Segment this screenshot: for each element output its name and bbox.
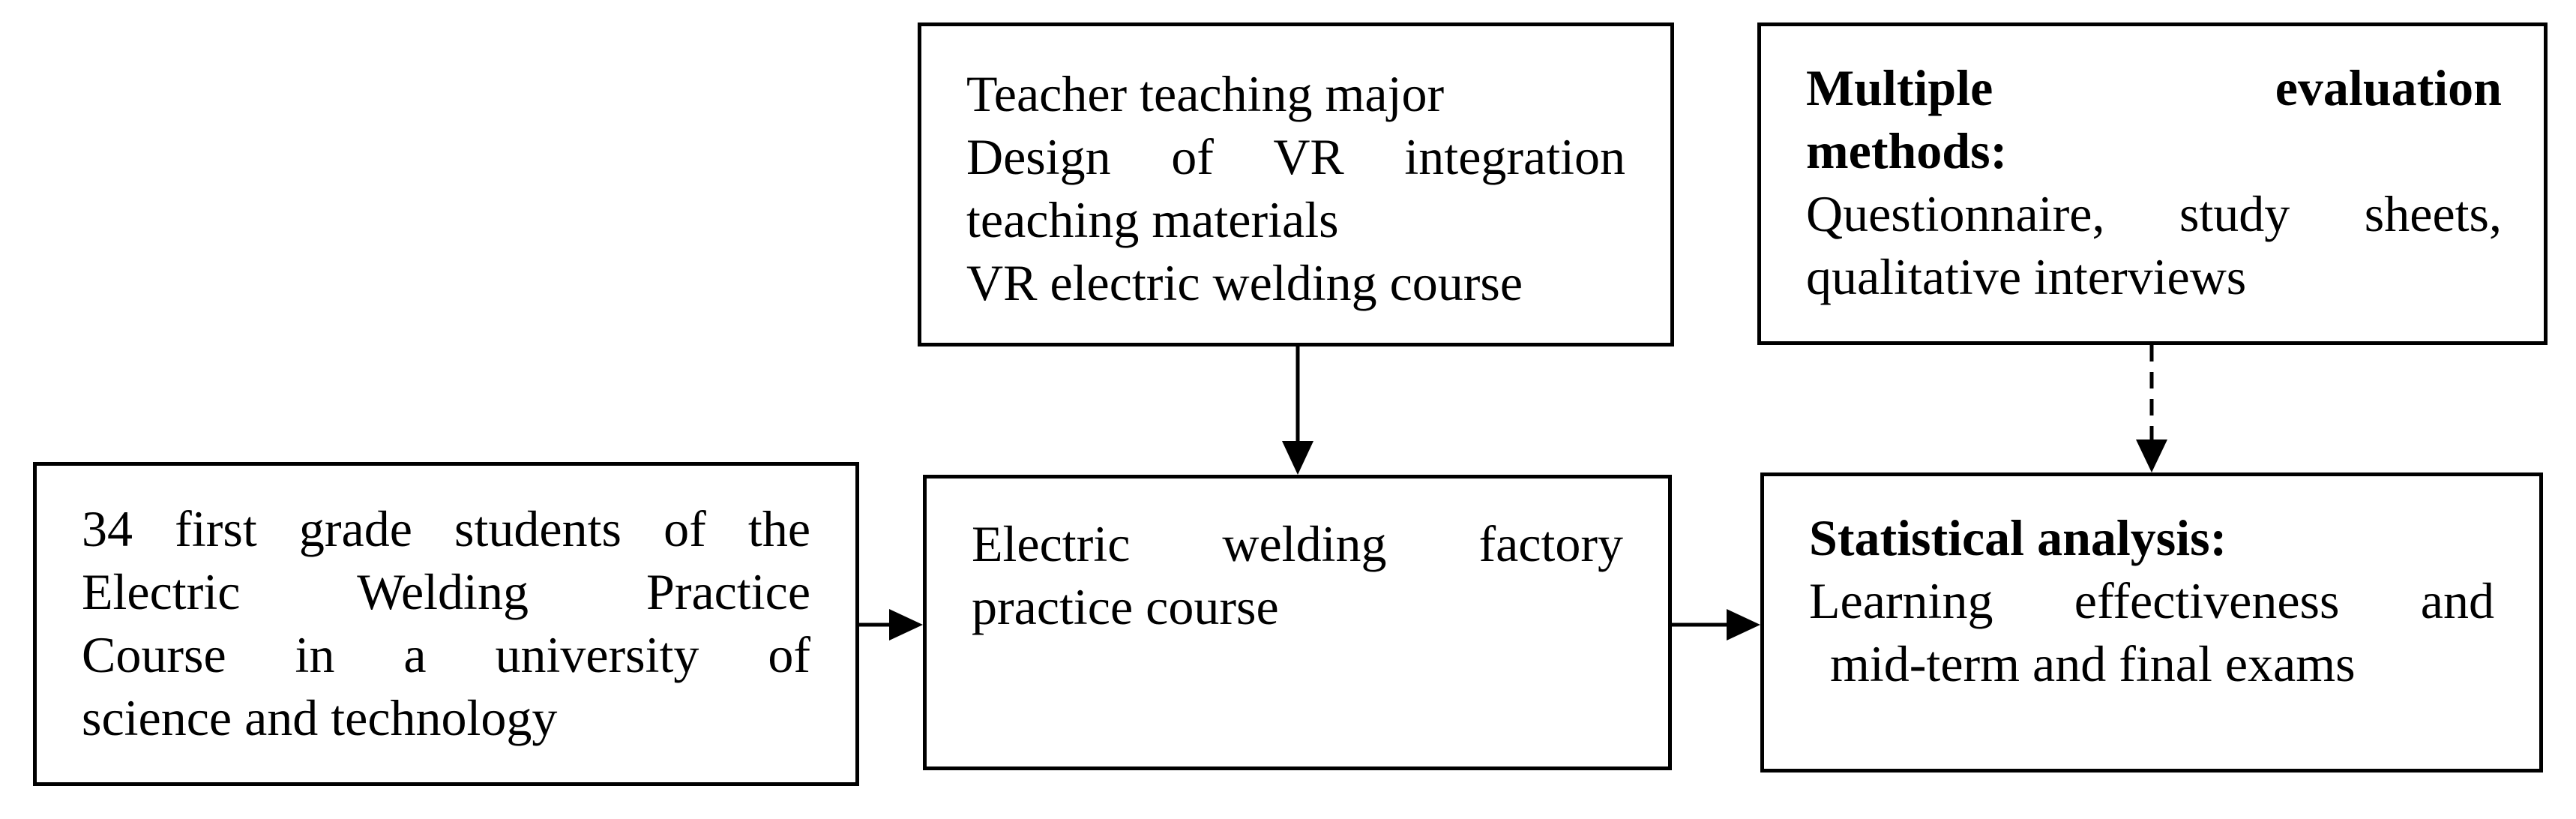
teacher-design-box: Teacher teaching major Design of VR inte… (918, 22, 1674, 346)
arrowhead-students-to-course (889, 609, 923, 640)
course-line-2: practice course (972, 578, 1279, 635)
welding-course-box: Electric welding factory practice course (923, 475, 1672, 770)
students-box: 34 first grade students of the Electric … (33, 462, 859, 786)
evaluation-heading-word-2: evaluation (2275, 59, 2502, 116)
teacher-line-1: Teacher teaching major (966, 65, 1445, 122)
students-line-2: Electric Welding Practice (82, 563, 810, 620)
analysis-line-2: mid-term and final exams (1830, 635, 2356, 692)
arrowhead-evaluation-to-analysis (2136, 440, 2167, 472)
evaluation-heading-line-1: Multiple evaluation (1806, 56, 2502, 119)
teacher-line-2: Design of VR integration (966, 128, 1625, 185)
evaluation-heading-line-2: methods: (1806, 122, 2008, 179)
evaluation-body-line-1: Questionnaire, study sheets, (1806, 185, 2502, 242)
students-line-1: 34 first grade students of the (82, 500, 810, 557)
analysis-line-1: Learning effectiveness and (1809, 572, 2494, 629)
teacher-line-3: teaching materials (966, 191, 1339, 248)
students-line-3: Course in a university of (82, 626, 810, 683)
arrowhead-course-to-analysis (1727, 609, 1760, 640)
evaluation-heading-word-1: Multiple (1806, 59, 1993, 116)
statistical-analysis-box: Statistical analysis: Learning effective… (1760, 472, 2543, 772)
students-line-4: science and technology (82, 689, 558, 746)
teacher-line-4: VR electric welding course (966, 254, 1523, 311)
analysis-heading: Statistical analysis: (1809, 509, 2227, 566)
evaluation-body-line-2: qualitative interviews (1806, 248, 2247, 305)
arrowhead-teacher-to-course (1282, 441, 1313, 475)
course-line-1: Electric welding factory (972, 515, 1623, 572)
evaluation-methods-box: Multiple evaluation methods: Questionnai… (1757, 22, 2548, 345)
